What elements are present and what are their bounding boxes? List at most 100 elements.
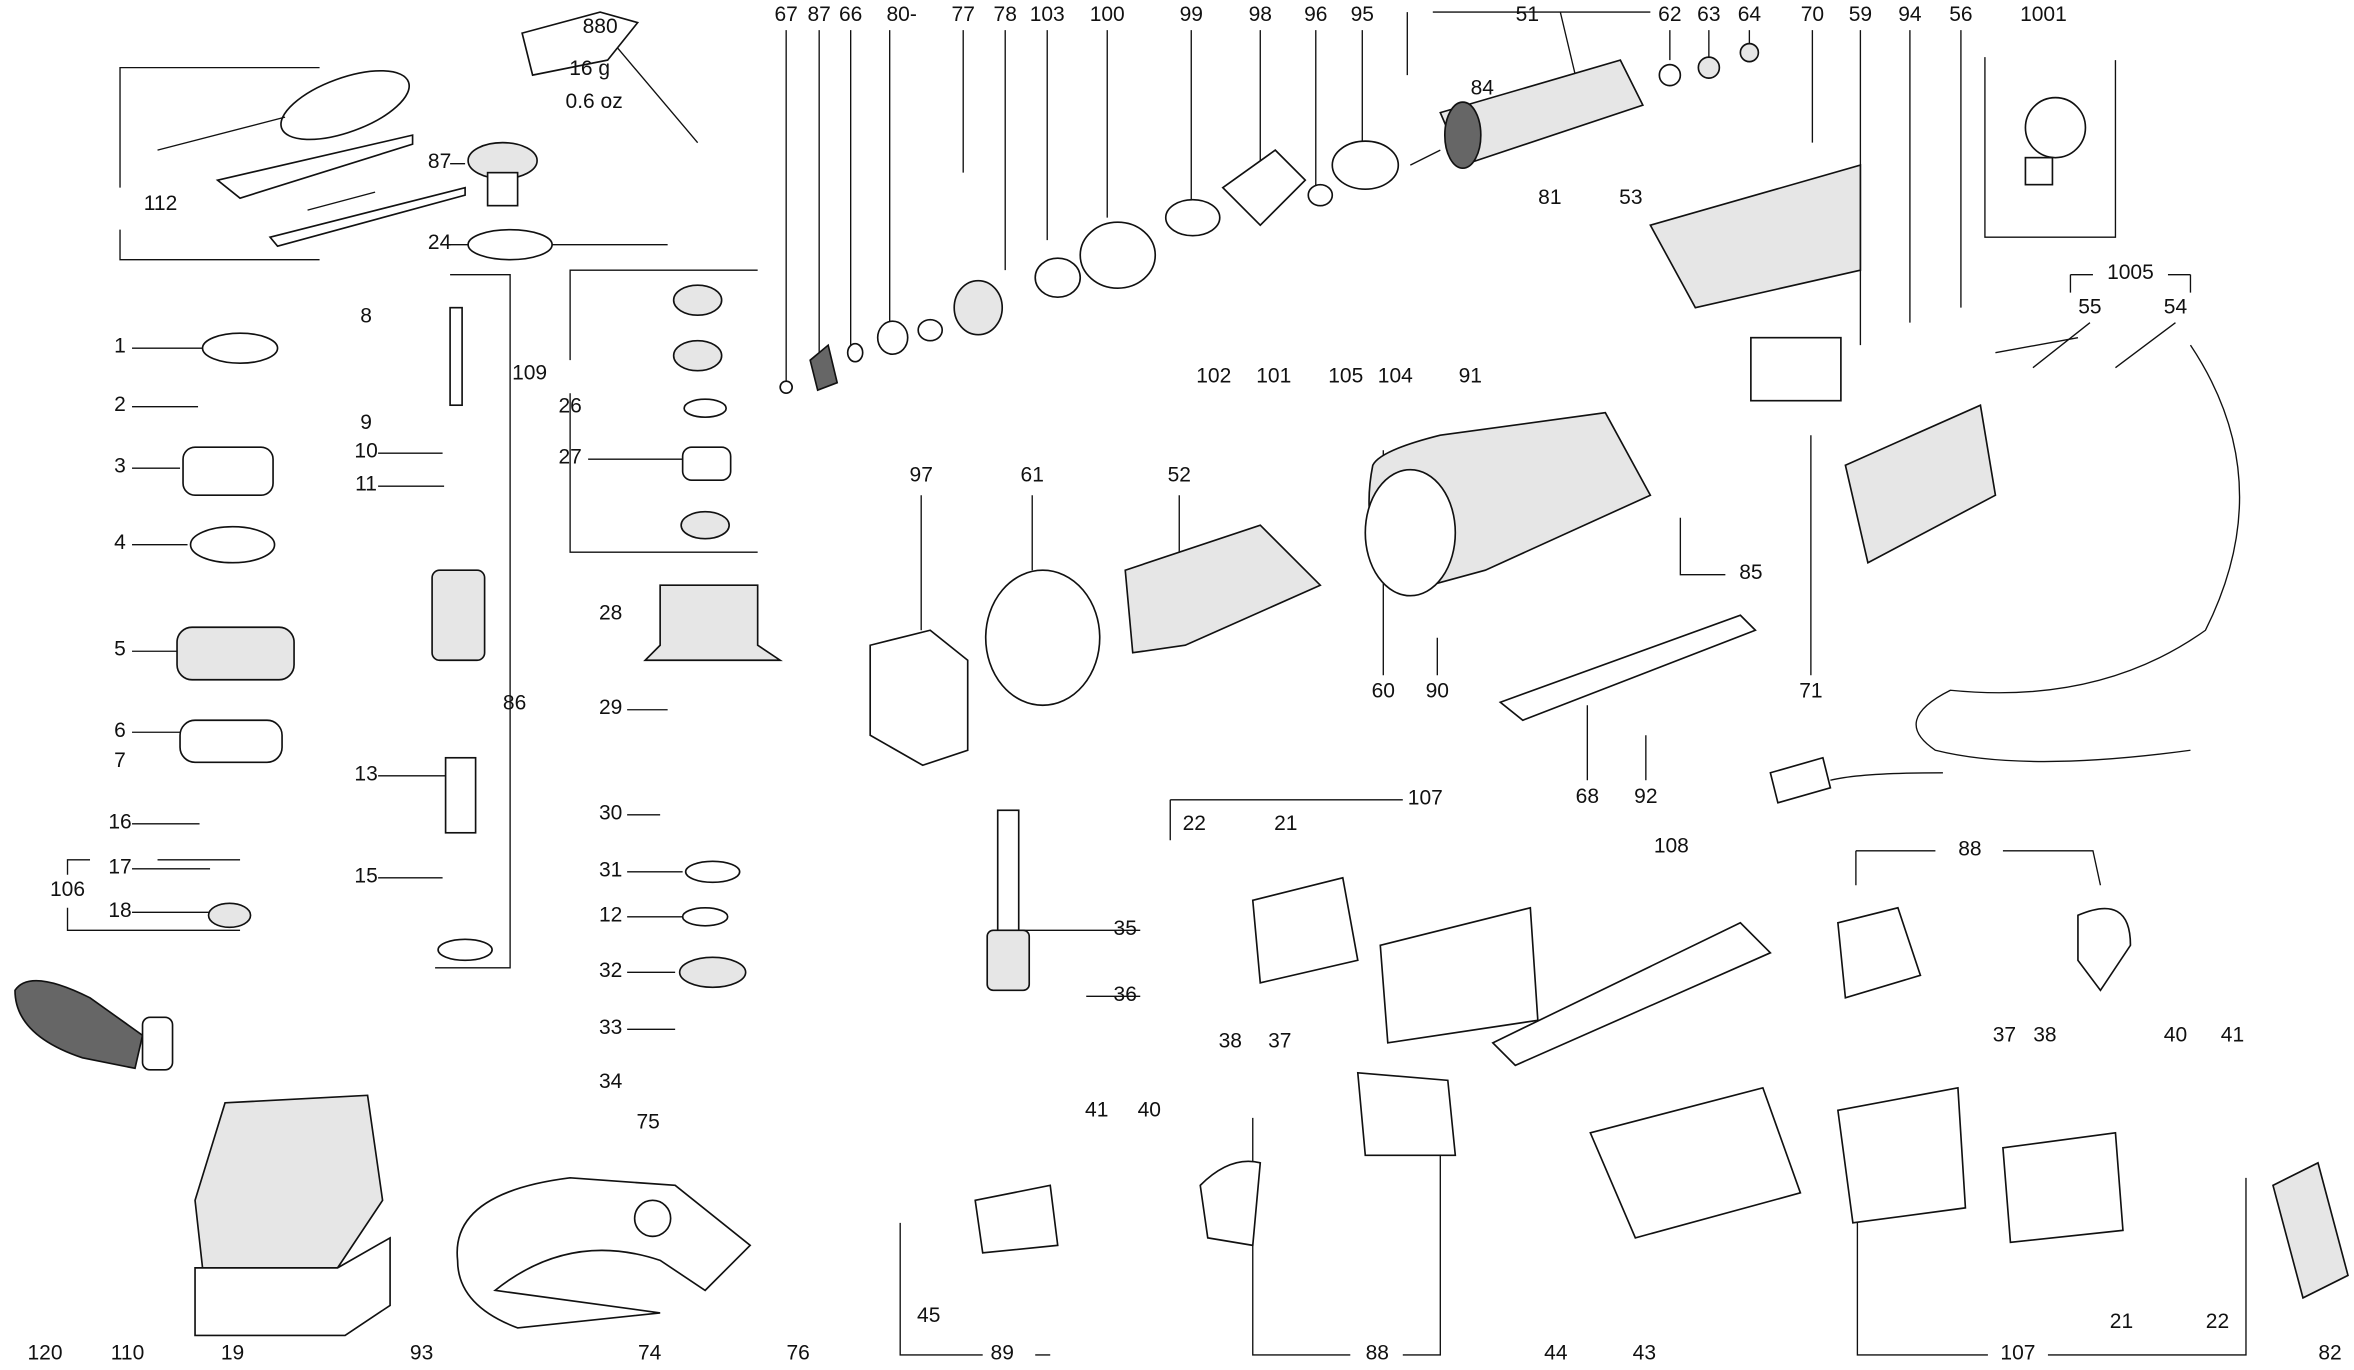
callout-label: 40 [1138, 1098, 1161, 1121]
part-left-stack [176, 332, 295, 929]
part-shaft-35 [986, 809, 1031, 992]
part-side-handle [14, 979, 174, 1071]
leader-lines [132, 30, 2176, 1030]
callout-label: 110 [111, 1341, 144, 1364]
callout-label: 66 [839, 3, 862, 26]
callout-label: 96 [1304, 3, 1327, 26]
callout-label: 109 [512, 362, 547, 385]
callout-label: 17 [108, 855, 131, 878]
part-spindle-stack [431, 306, 493, 962]
callout-label: 93 [410, 1341, 433, 1364]
callout-label: 15 [354, 864, 377, 887]
callout-label: 38 [2033, 1023, 2056, 1046]
part-drive-disks [779, 140, 1400, 395]
callout-label: 18 [108, 899, 131, 922]
callout-label: 71 [1799, 680, 1822, 703]
callout-label: 5 [114, 638, 126, 661]
callout-label: 31 [599, 858, 622, 881]
part-tool-kit [157, 69, 466, 248]
callout-label: 105 [1328, 365, 1363, 388]
callout-label: 52 [1168, 464, 1191, 487]
callout-label: 63 [1697, 3, 1720, 26]
callout-label: 8 [360, 305, 372, 328]
callout-label: 1001 [2020, 3, 2067, 26]
callout-label: 2 [114, 393, 126, 416]
callout-label: 88 [1958, 837, 1981, 860]
callout-label: 82 [2318, 1341, 2341, 1364]
callout-label: 41 [2221, 1023, 2244, 1046]
callout-label: 89 [991, 1341, 1014, 1364]
callout-label: 87 [807, 3, 830, 26]
callout-label: 56 [1949, 3, 1972, 26]
callout-label: 51 [1516, 3, 1539, 26]
callout-label: 120 [27, 1341, 62, 1364]
callout-label: 1 [114, 335, 126, 358]
callout-label: 107 [1408, 786, 1443, 809]
callout-label: 37 [1993, 1023, 2016, 1046]
callout-label: 29 [599, 696, 622, 719]
callout-label: 1005 [2107, 261, 2154, 284]
callout-label: 94 [1898, 3, 1922, 26]
callout-label: 43 [1633, 1341, 1656, 1364]
callout-label: 38 [1219, 1029, 1242, 1052]
callout-label: 34 [599, 1070, 623, 1093]
callout-label: 74 [638, 1341, 662, 1364]
part-cable-54 [1769, 337, 2241, 804]
callout-label: 27 [558, 446, 581, 469]
callout-label: 41 [1085, 1098, 1108, 1121]
callout-label: 36 [1114, 983, 1137, 1006]
callout-label: 55 [2078, 296, 2101, 319]
callout-label: 3 [114, 455, 126, 478]
callout-label: 59 [1849, 3, 1872, 26]
callout-label: 92 [1634, 785, 1657, 808]
callout-label: 80- [887, 3, 917, 26]
callout-label: 108 [1654, 834, 1689, 857]
group-brackets [66, 11, 2247, 1356]
callout-label: 54 [2164, 296, 2188, 319]
callout-label: 22 [2206, 1310, 2229, 1333]
callout-label: 12 [599, 903, 622, 926]
callout-label: 10 [354, 440, 377, 463]
callout-label: 0.6 oz [566, 90, 623, 113]
part-brush-cover-97 [869, 629, 969, 767]
callout-label: 86 [503, 692, 526, 715]
callout-label: 21 [2110, 1310, 2133, 1333]
callout-label: 880 [583, 15, 618, 38]
callout-label: 33 [599, 1016, 622, 1039]
part-housing-70 [1649, 164, 1862, 309]
callout-label: 99 [1180, 3, 1203, 26]
callout-label: 85 [1739, 561, 1762, 584]
callout-label: 102 [1196, 365, 1231, 388]
callout-label: 35 [1114, 917, 1137, 940]
callout-label: 112 [144, 192, 177, 215]
callout-label: 104 [1378, 365, 1413, 388]
callout-label: 81 [1538, 186, 1561, 209]
callout-label: 7 [114, 749, 126, 772]
callout-label: 44 [1544, 1341, 1568, 1364]
callout-label: 32 [599, 959, 622, 982]
callout-label: 98 [1249, 3, 1272, 26]
part-accessory-82 [2272, 1161, 2349, 1300]
callout-label: 45 [917, 1304, 940, 1327]
callout-label: 13 [354, 762, 377, 785]
callout-label: 76 [786, 1341, 809, 1364]
callout-label: 53 [1619, 186, 1642, 209]
part-bevel-gear-87 [467, 141, 553, 261]
callout-label: 19 [221, 1341, 244, 1364]
callout-label: 16 [108, 810, 131, 833]
part-rear-cap [1750, 336, 1997, 564]
callout-label: 22 [1183, 812, 1206, 835]
callout-label: 97 [910, 464, 933, 487]
part-bearings-column [643, 284, 783, 989]
callout-label: 103 [1030, 3, 1065, 26]
callout-label: 90 [1426, 680, 1449, 703]
callout-label: 95 [1351, 3, 1374, 26]
part-gear-head-19 [194, 1094, 391, 1337]
part-fan-guide-61 [984, 569, 1101, 707]
part-grease-tube [521, 11, 640, 77]
callout-label: 67 [774, 3, 797, 26]
callout-label: 107 [2000, 1341, 2035, 1364]
